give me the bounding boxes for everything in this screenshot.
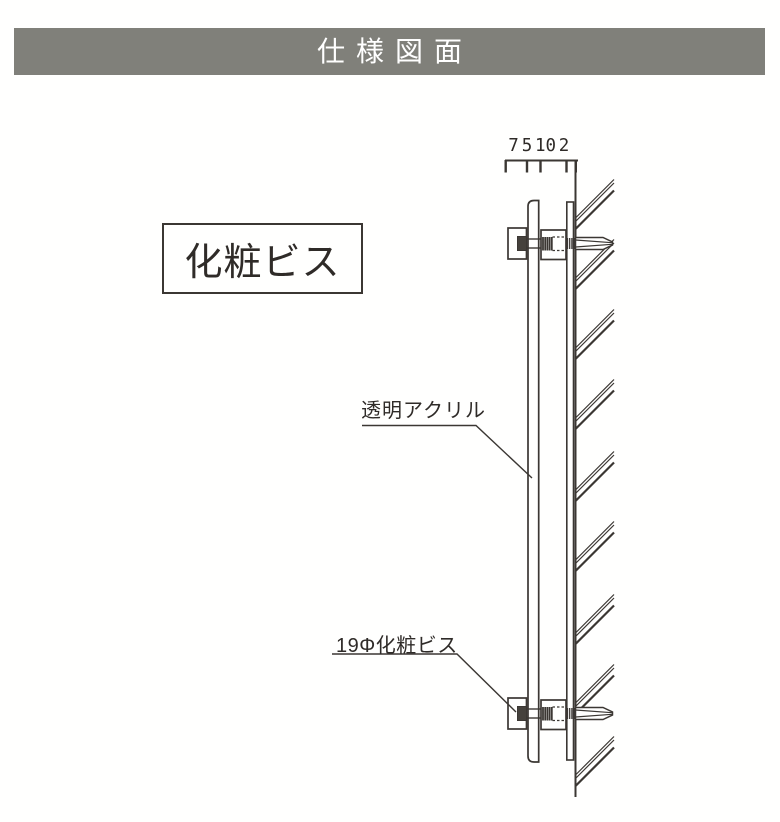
hatch-group xyxy=(574,736,615,787)
acrylic-label: 透明アクリル xyxy=(361,400,486,422)
anchor-core-line xyxy=(575,243,613,248)
thread-hatch xyxy=(542,707,553,721)
wall-anchor xyxy=(574,706,614,721)
header-bar: 仕様図面 xyxy=(14,28,765,75)
page-title: 仕様図面 xyxy=(316,35,473,67)
hatch-group xyxy=(574,521,615,572)
dim-value-7: 7 xyxy=(508,136,519,156)
anchor-core-line xyxy=(575,239,613,244)
dim-value-2: 2 xyxy=(559,136,570,156)
acrylic-leader-line xyxy=(362,424,533,479)
dimension-numbers: 7 5 10 2 xyxy=(508,136,569,156)
screw-assembly-top xyxy=(507,227,614,261)
hatch-group xyxy=(574,179,615,230)
acrylic-panel xyxy=(527,199,540,763)
screw-size-label: 19Φ化粧ビス xyxy=(336,635,458,657)
hatch-group xyxy=(574,309,615,360)
dim-value-10: 10 xyxy=(535,136,556,156)
dim-value-5: 5 xyxy=(522,136,533,156)
screw-socket xyxy=(517,706,527,721)
anchor-core-line xyxy=(575,709,613,714)
wall-anchor xyxy=(574,236,614,251)
screw-label: 化粧ビス xyxy=(184,242,341,284)
anchor-core-line xyxy=(575,713,613,718)
hatch-group xyxy=(574,451,615,502)
wall-hatching xyxy=(574,179,615,787)
hatch-group xyxy=(574,664,615,715)
hatch-group xyxy=(574,379,615,430)
thread-hatch xyxy=(542,237,553,251)
screw-leader-line xyxy=(332,653,517,713)
screw-assembly-bottom xyxy=(507,697,614,731)
back-plate xyxy=(565,201,575,761)
screw-label-box: 化粧ビス xyxy=(162,223,363,294)
screw-socket xyxy=(517,236,527,251)
hatch-group xyxy=(574,594,615,645)
dimension-chain xyxy=(504,159,578,173)
